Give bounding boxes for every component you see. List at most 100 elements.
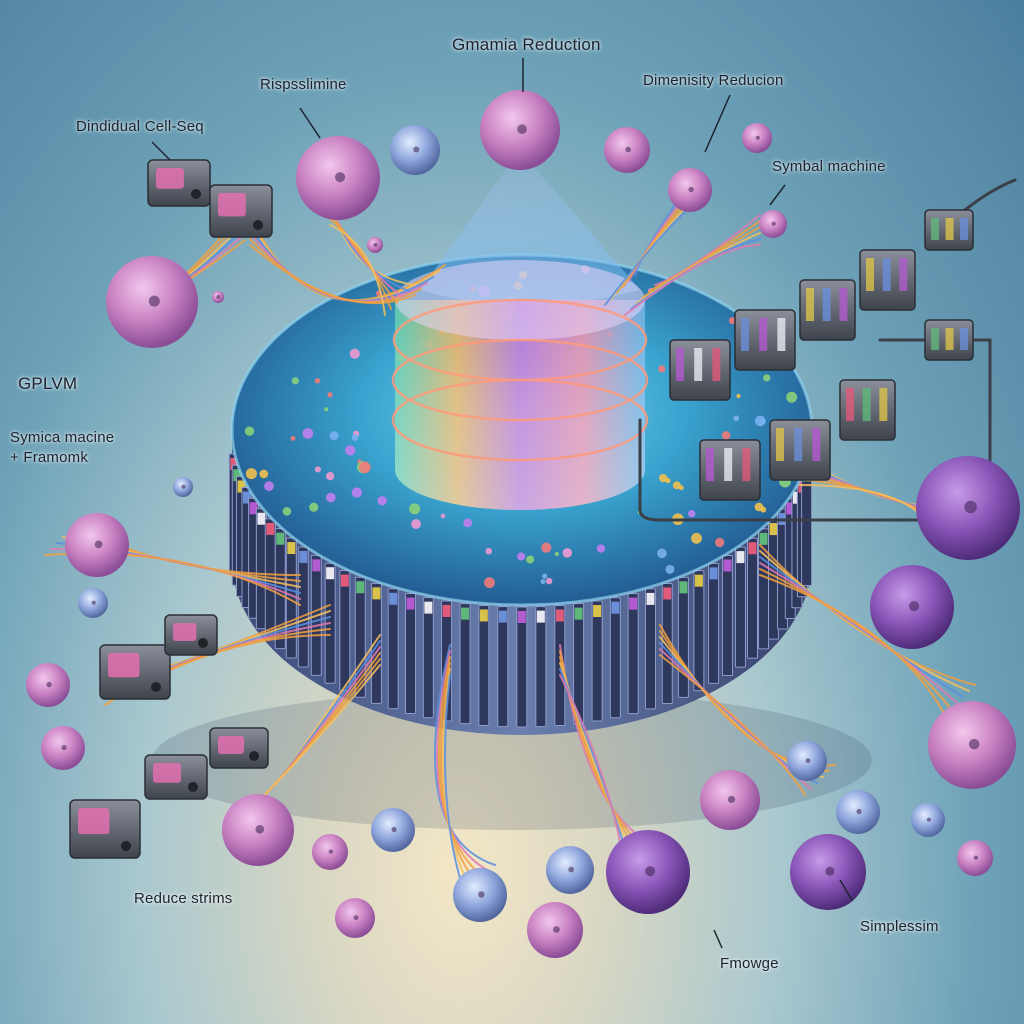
blade-led xyxy=(340,574,349,587)
rack-slot xyxy=(882,258,891,291)
server-blade xyxy=(734,546,746,668)
server-blade xyxy=(535,606,547,728)
device-screen xyxy=(218,193,246,217)
wire xyxy=(329,218,392,310)
cell-nucleus xyxy=(46,681,52,688)
label-pointers xyxy=(151,58,853,949)
rack-slot xyxy=(776,428,784,461)
label-gmamia-reduction: Gmamia Reduction xyxy=(452,35,601,54)
server-blade xyxy=(516,606,528,728)
blade-led xyxy=(312,559,321,572)
particle-dot xyxy=(291,377,299,385)
particle-dot xyxy=(345,445,356,456)
rack-slot xyxy=(945,328,954,350)
cell-nucleus xyxy=(755,135,760,140)
particle-dot xyxy=(411,519,422,529)
blade-led xyxy=(287,542,296,555)
rack-slot xyxy=(846,388,854,421)
server-blade xyxy=(422,597,434,719)
blade-led xyxy=(266,522,275,535)
wire xyxy=(659,654,806,796)
blade-led xyxy=(723,559,732,572)
server-blade xyxy=(677,576,689,698)
cell xyxy=(527,902,583,958)
cell xyxy=(916,456,1020,560)
particle-dot xyxy=(596,544,606,553)
cell xyxy=(453,868,507,922)
rack-unit xyxy=(924,319,974,361)
particle-dot xyxy=(562,548,573,558)
blade-led xyxy=(536,610,545,623)
cell xyxy=(367,237,383,253)
server-blade xyxy=(478,604,490,726)
particle-dot xyxy=(290,435,296,441)
cell xyxy=(296,136,380,220)
label-dimenisity-reducion: Dimenisity Reducion xyxy=(643,72,784,89)
rack-slot xyxy=(945,218,954,240)
blade-led xyxy=(442,604,451,617)
cell xyxy=(78,588,108,618)
cell-nucleus xyxy=(216,294,221,299)
rack-unit xyxy=(924,209,974,251)
label-reduce-strims: Reduce strims xyxy=(134,890,233,907)
particle-dot xyxy=(326,492,336,503)
particle-dot xyxy=(665,564,675,574)
device xyxy=(147,159,211,207)
wire xyxy=(438,656,484,878)
server-blade xyxy=(644,588,656,710)
server-blade xyxy=(459,603,471,725)
rack-unit xyxy=(799,279,856,341)
wire xyxy=(434,644,496,866)
server-blade xyxy=(497,606,509,728)
cell-nucleus xyxy=(181,484,186,489)
cell xyxy=(371,808,415,852)
wire xyxy=(444,674,466,896)
blade-led xyxy=(663,587,672,600)
particle-dot xyxy=(542,573,548,579)
device-port xyxy=(249,751,259,761)
particle-dot xyxy=(733,415,740,422)
device-port xyxy=(121,841,131,851)
particle-dot xyxy=(259,469,269,479)
cell xyxy=(836,790,880,834)
rack-slot xyxy=(899,258,908,291)
blade-led xyxy=(759,532,768,545)
particle-dot xyxy=(541,542,552,553)
cell-nucleus xyxy=(373,242,378,247)
rack-slot xyxy=(822,288,831,321)
cell xyxy=(787,741,827,781)
blade-led xyxy=(629,597,638,610)
cell-nucleus xyxy=(391,826,397,833)
cell xyxy=(41,726,85,770)
particle-dot xyxy=(351,433,359,441)
particle-dot xyxy=(349,348,360,359)
device-port xyxy=(151,682,161,692)
device-port xyxy=(198,638,208,648)
rack-slot xyxy=(741,318,749,351)
rack-slot xyxy=(724,448,733,481)
blade-led xyxy=(233,469,242,482)
cell-nucleus xyxy=(353,915,359,920)
floor-shadow xyxy=(152,690,872,830)
rack-slot xyxy=(960,328,969,350)
cell-nucleus xyxy=(973,855,979,860)
cell-nucleus xyxy=(926,817,931,822)
cell-nucleus xyxy=(568,866,575,873)
rack-unit xyxy=(769,419,831,481)
blade-led xyxy=(257,512,266,525)
server-blade xyxy=(746,537,758,659)
particle-dot xyxy=(658,365,666,373)
rack-slot xyxy=(866,258,874,291)
label-symica-macine: Symica macine + Framomk xyxy=(10,429,115,466)
rack-unit xyxy=(839,379,896,441)
cell-nucleus xyxy=(771,221,776,226)
device-port xyxy=(191,189,201,199)
server-blade xyxy=(387,588,399,710)
column-glow xyxy=(395,300,645,510)
device-screen xyxy=(173,623,197,641)
cell xyxy=(742,123,772,153)
particle-dot xyxy=(665,477,671,484)
cell xyxy=(222,794,294,866)
device xyxy=(69,799,141,859)
server-blade xyxy=(758,528,770,650)
